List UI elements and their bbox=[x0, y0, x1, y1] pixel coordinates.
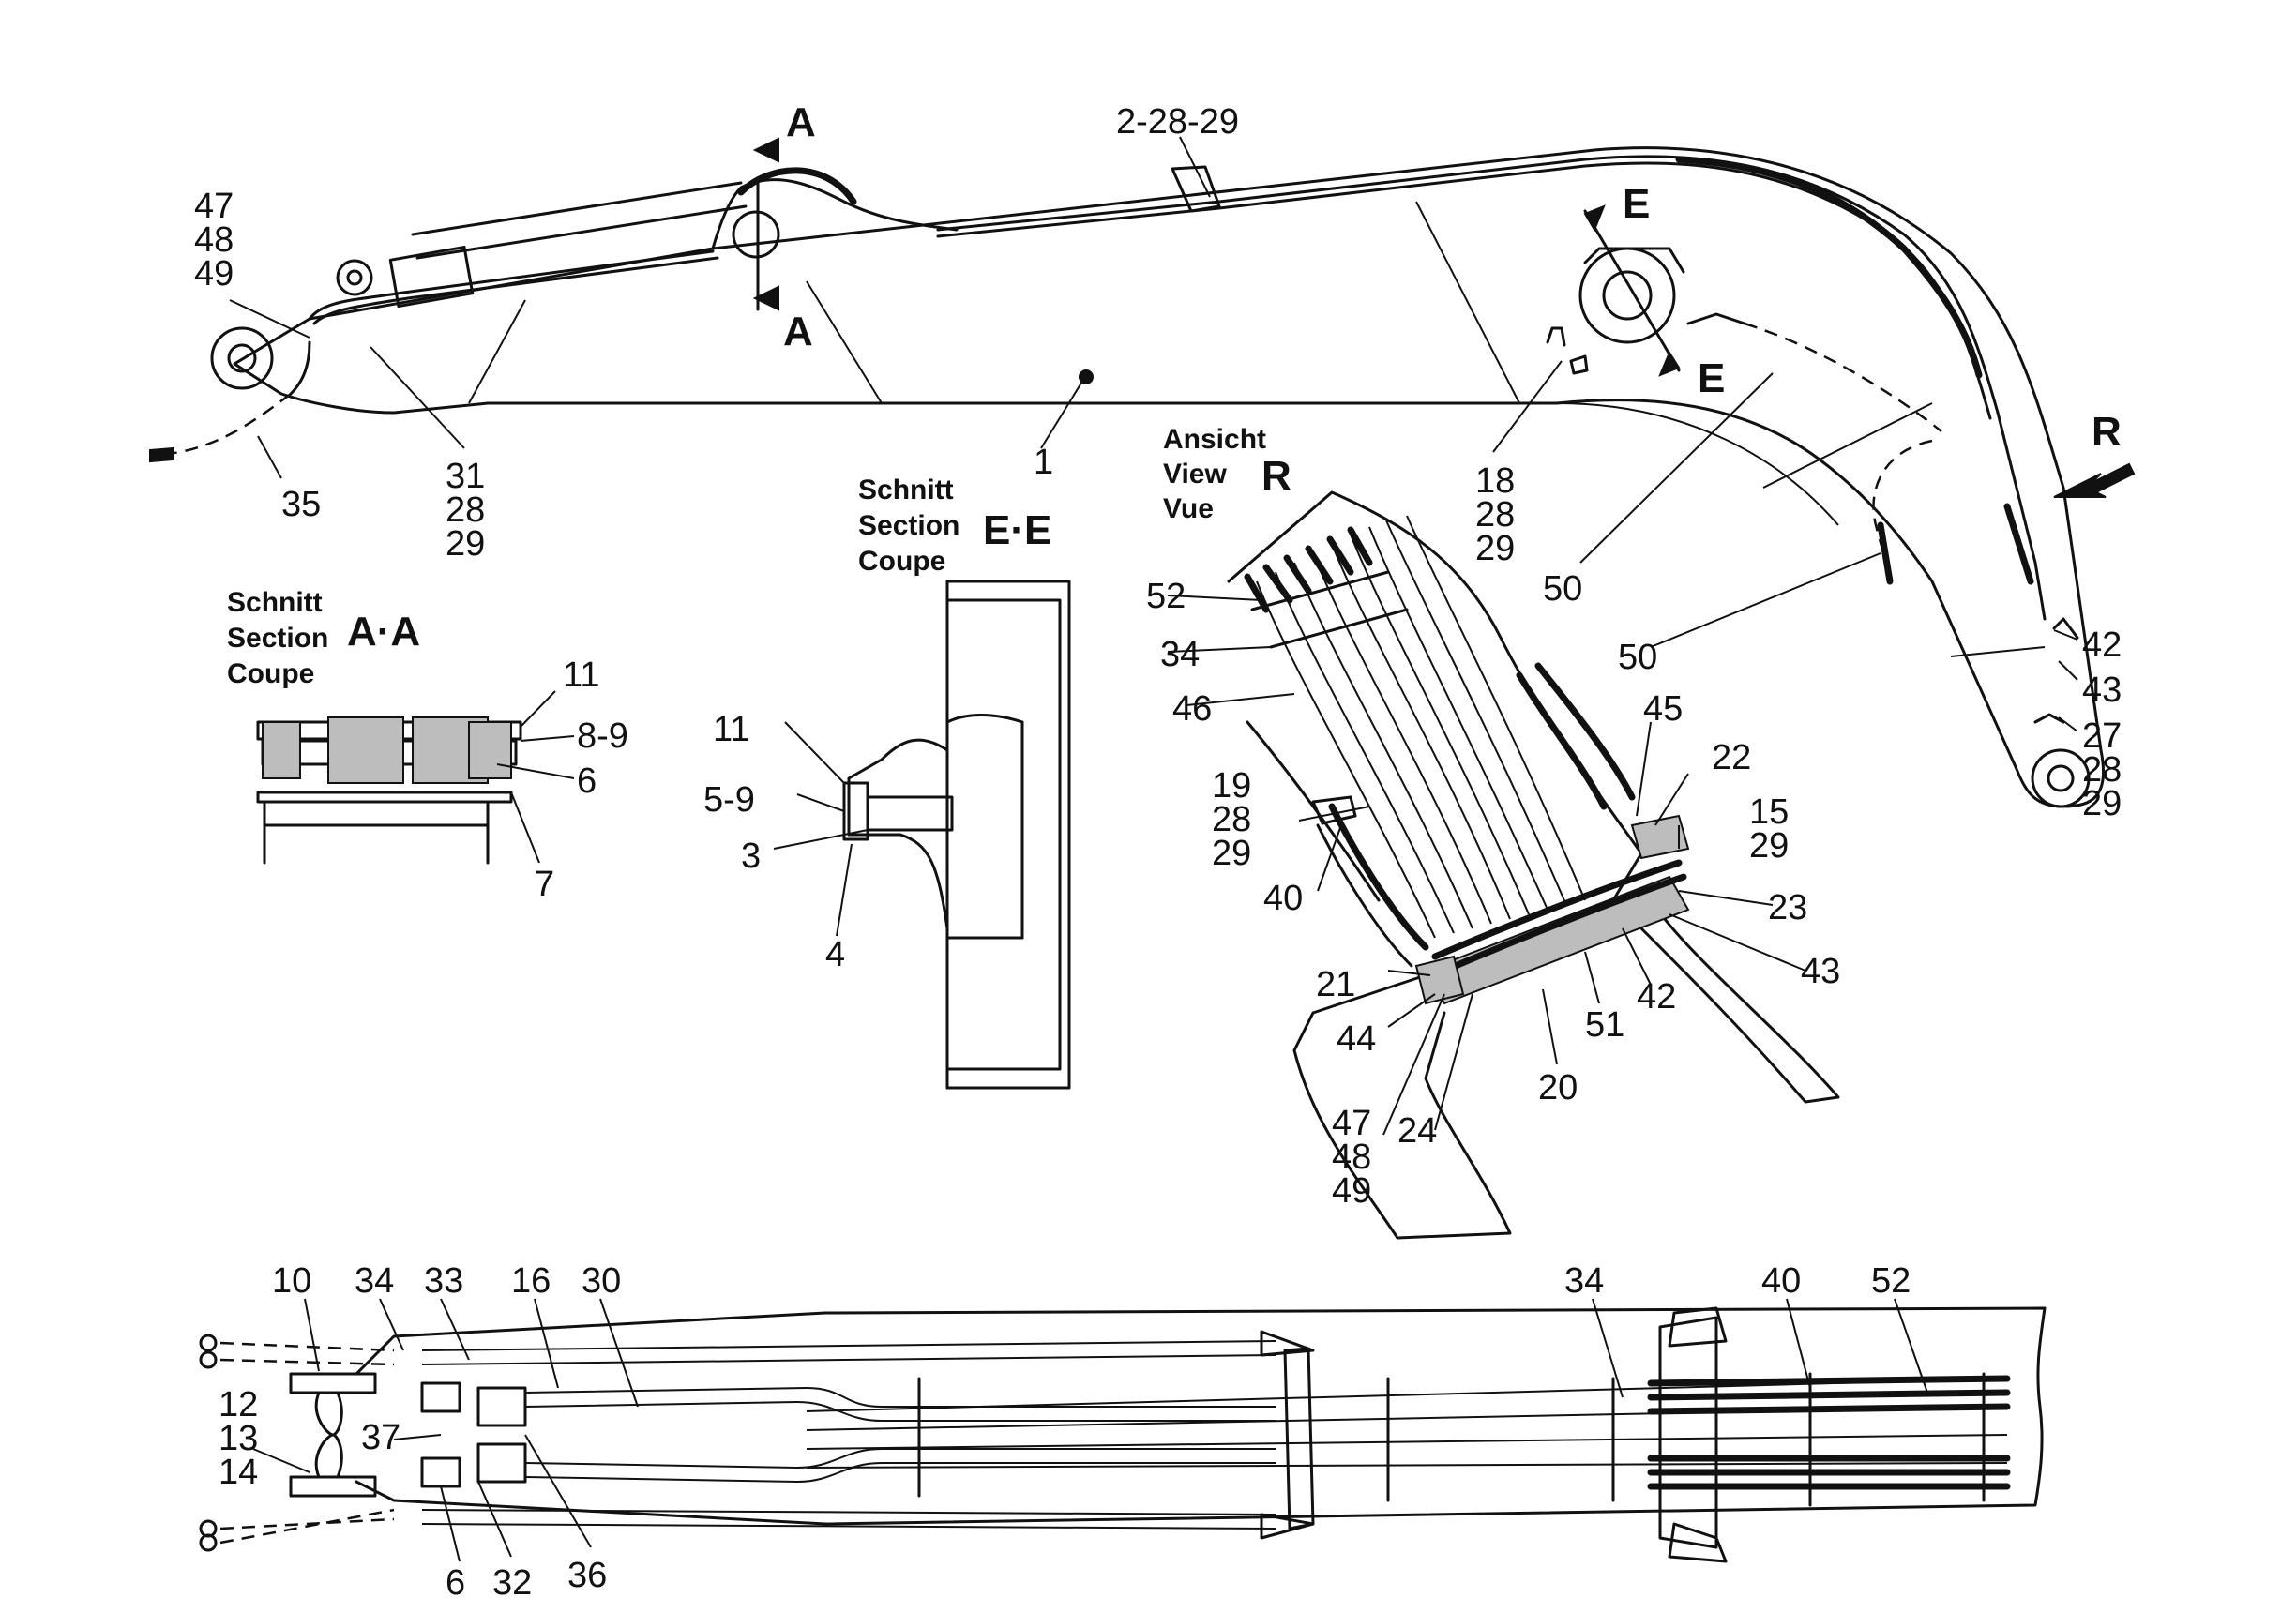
callout-29: 29 bbox=[1749, 826, 1789, 866]
section-aa-line3: Coupe bbox=[227, 658, 314, 689]
view-arrow-r-label: R bbox=[2092, 409, 2122, 455]
callout-28: 28 bbox=[1212, 800, 1251, 839]
callout-33: 33 bbox=[424, 1261, 463, 1301]
callout-11: 11 bbox=[563, 656, 599, 695]
callout-51: 51 bbox=[1585, 1005, 1624, 1045]
callout-29: 29 bbox=[1212, 834, 1251, 873]
callout-48: 48 bbox=[194, 220, 234, 260]
callout-46: 46 bbox=[1172, 689, 1212, 729]
callout-24: 24 bbox=[1397, 1111, 1437, 1151]
section-aa-tag: A·A bbox=[347, 609, 420, 655]
callout-40: 40 bbox=[1761, 1261, 1801, 1301]
callout-36: 36 bbox=[567, 1556, 607, 1595]
callout-labels: 2-28-29 1 47 48 49 35 31 28 29 18 28 29 … bbox=[194, 102, 2122, 1603]
callout-32: 32 bbox=[492, 1563, 532, 1603]
callout-29: 29 bbox=[446, 524, 485, 564]
callout-42: 42 bbox=[1637, 977, 1676, 1017]
callout-23: 23 bbox=[1768, 888, 1807, 927]
callout-28: 28 bbox=[1475, 495, 1515, 535]
callout-13: 13 bbox=[219, 1419, 258, 1458]
callout-49: 49 bbox=[194, 254, 234, 294]
callout-45: 45 bbox=[1643, 689, 1683, 729]
callout-21: 21 bbox=[1316, 965, 1355, 1004]
section-e-e-drawing bbox=[773, 580, 1071, 1090]
callout-8-9: 8-9 bbox=[577, 716, 628, 756]
callout-52: 52 bbox=[1146, 577, 1186, 616]
callout-28: 28 bbox=[446, 490, 485, 530]
view-r-line1: Ansicht bbox=[1163, 424, 1266, 455]
callout-43: 43 bbox=[1801, 952, 1840, 991]
section-marker-a-bottom: A bbox=[783, 309, 813, 354]
section-titles: Schnitt Section Coupe A·A Schnitt Sectio… bbox=[227, 99, 2122, 689]
section-aa-line2: Section bbox=[227, 623, 328, 654]
callout-50: 50 bbox=[1618, 638, 1657, 677]
section-ee-line1: Schnitt bbox=[858, 475, 954, 505]
callout-3: 3 bbox=[741, 837, 761, 876]
section-ee-line3: Coupe bbox=[858, 546, 945, 577]
bottom-plan-view bbox=[199, 1298, 2047, 1563]
callout-29: 29 bbox=[1475, 529, 1515, 568]
section-ee-tag: E·E bbox=[983, 507, 1051, 553]
callout-27: 27 bbox=[2082, 716, 2122, 756]
callout-28: 28 bbox=[2082, 750, 2122, 790]
callout-44: 44 bbox=[1337, 1019, 1376, 1059]
callout-48: 48 bbox=[1332, 1138, 1371, 1177]
callout-12: 12 bbox=[219, 1385, 258, 1425]
callout-40: 40 bbox=[1263, 879, 1303, 918]
callout-10: 10 bbox=[272, 1261, 311, 1301]
section-marker-a-top: A bbox=[786, 99, 816, 145]
callout-50: 50 bbox=[1543, 569, 1582, 609]
callout-7: 7 bbox=[535, 865, 554, 904]
callout-14: 14 bbox=[219, 1453, 258, 1492]
callout-43: 43 bbox=[2082, 671, 2122, 710]
section-marker-e-bottom: E bbox=[1698, 355, 1725, 401]
callout-1: 1 bbox=[1034, 443, 1053, 482]
callout-18: 18 bbox=[1475, 461, 1515, 501]
callout-34: 34 bbox=[355, 1261, 394, 1301]
callout-16: 16 bbox=[511, 1261, 551, 1301]
callout-29: 29 bbox=[2082, 784, 2122, 823]
section-a-a-drawing bbox=[256, 690, 575, 865]
callout-37: 37 bbox=[361, 1418, 400, 1457]
boom-side-view bbox=[149, 136, 2136, 808]
callout-35: 35 bbox=[281, 485, 321, 524]
callout-20: 20 bbox=[1538, 1068, 1578, 1108]
callout-2-28-29: 2-28-29 bbox=[1116, 102, 1239, 142]
callout-11: 11 bbox=[713, 710, 749, 749]
view-r-line3: Vue bbox=[1163, 493, 1214, 524]
callout-47: 47 bbox=[194, 187, 234, 226]
callout-31: 31 bbox=[446, 457, 485, 496]
callout-19: 19 bbox=[1212, 766, 1251, 806]
callout-15: 15 bbox=[1749, 792, 1789, 832]
view-r-tag: R bbox=[1261, 453, 1292, 499]
section-aa-line1: Schnitt bbox=[227, 587, 323, 618]
section-marker-e-top: E bbox=[1623, 181, 1650, 227]
callout-47: 47 bbox=[1332, 1104, 1371, 1143]
callout-34: 34 bbox=[1160, 635, 1200, 674]
callout-22: 22 bbox=[1712, 738, 1751, 777]
callout-30: 30 bbox=[582, 1261, 621, 1301]
view-r-line2: View bbox=[1163, 459, 1227, 490]
callout-6: 6 bbox=[446, 1563, 465, 1603]
view-r-drawing bbox=[1167, 490, 1840, 1240]
callout-49: 49 bbox=[1332, 1171, 1371, 1211]
callout-34: 34 bbox=[1564, 1261, 1604, 1301]
callout-6: 6 bbox=[577, 761, 597, 801]
callout-52: 52 bbox=[1871, 1261, 1911, 1301]
callout-4: 4 bbox=[825, 935, 845, 974]
callout-42: 42 bbox=[2082, 626, 2122, 665]
section-ee-line2: Section bbox=[858, 510, 959, 541]
callout-5-9: 5-9 bbox=[703, 780, 755, 820]
